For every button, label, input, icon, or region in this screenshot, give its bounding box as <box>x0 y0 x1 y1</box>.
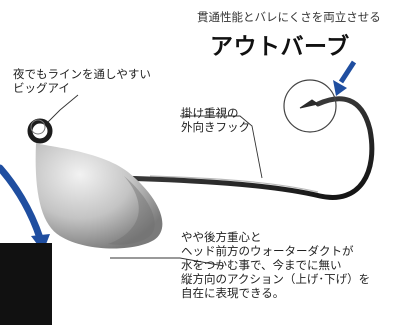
hook-leader-line <box>180 115 263 179</box>
body-description: やや後方重心と ヘッド前方のウォーターダクトが 水をつかむ事で、今までに無い 縦… <box>181 230 370 300</box>
eye-leader-line <box>47 94 79 123</box>
body-description-line: 自在に表現できる。 <box>181 286 285 301</box>
hook-label: 掛け重視の 外向きフック <box>181 106 250 134</box>
eye-label-line: 夜でもラインを通しやすい <box>13 67 151 81</box>
hook-point <box>299 99 320 109</box>
background-dark-panel <box>0 243 52 325</box>
body-description-line: 水をつかむ事で、今までに無い <box>181 258 342 273</box>
body-description-line: 縦方向のアクション（上げ･下げ）を <box>181 272 371 287</box>
body-leader-line <box>110 257 225 267</box>
hook-label-line: 掛け重視の <box>181 106 239 120</box>
headline-out-barb: アウトバーブ <box>210 34 350 60</box>
body-description-line: ヘッド前方のウォーターダクトが <box>181 244 354 259</box>
blue-curved-arrow <box>0 164 44 242</box>
barb-arrow-head <box>333 80 347 96</box>
body-description-line: やや後方重心と <box>181 230 262 244</box>
eye-label: 夜でもラインを通しやすい ビッグアイ <box>13 67 151 96</box>
jig-head-shadow <box>108 176 155 245</box>
line-eye-ring <box>27 118 53 144</box>
hook-label-line: 外向きフック <box>181 120 250 135</box>
barb-arrow <box>338 60 357 84</box>
jig-head-body <box>35 143 163 249</box>
line-eye-ring-highlight <box>30 119 46 135</box>
eye-label-line: ビッグアイ <box>13 81 70 96</box>
hook-wire-highlight <box>149 175 319 193</box>
hook-wire <box>117 96 375 200</box>
barb-callout-circle <box>283 79 337 133</box>
top-caption: 貫通性能とバレにくさを両立させる <box>197 10 381 24</box>
